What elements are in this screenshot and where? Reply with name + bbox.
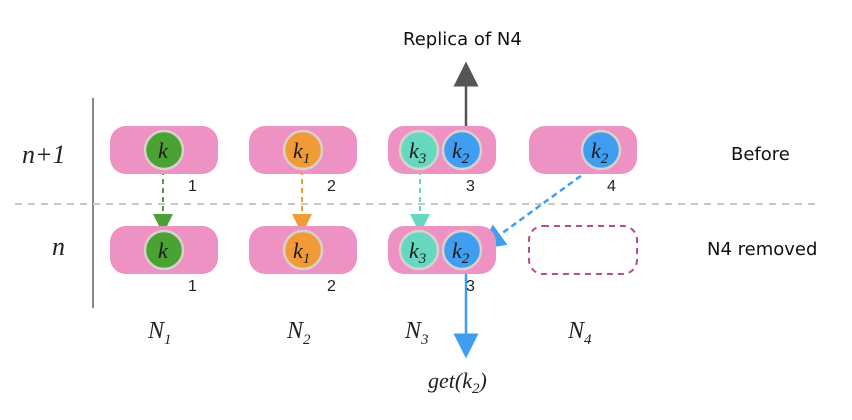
node-labels: N1 N2 N3 N4 [147, 318, 592, 348]
key-k3: k3 [398, 129, 440, 171]
key-k2: k2 [441, 129, 483, 171]
removed-node-placeholder [528, 225, 638, 275]
key-k: k [143, 229, 185, 271]
node-label-n3: N3 [404, 318, 429, 348]
after-node-2: k1 2 [249, 226, 357, 295]
key-label: k2 [452, 138, 470, 167]
node-number: 1 [188, 278, 197, 295]
node-label-n2: N2 [286, 318, 311, 348]
state-removed: N4 removed [707, 239, 817, 260]
key-k1: k1 [282, 229, 324, 271]
key-circle [398, 129, 440, 171]
after-node-3: k3 k2 3 [388, 226, 496, 295]
key-circle [580, 129, 622, 171]
key-k1: k1 [282, 129, 324, 171]
node-number: 2 [327, 278, 336, 295]
key-circle [441, 129, 483, 171]
before-node-2: k1 2 [249, 126, 357, 195]
after-node-1: k1 [110, 226, 218, 295]
node-number: 3 [466, 178, 475, 195]
key-k2: k2 [441, 229, 483, 271]
key-k2: k2 [580, 129, 622, 171]
node-number: 2 [327, 178, 336, 195]
get-label: get(k2) [428, 368, 487, 397]
row-label-after: n [52, 232, 65, 261]
node-number: 3 [466, 278, 475, 295]
key-label: k [158, 238, 169, 263]
replica-label: Replica of N4 [403, 29, 522, 50]
move-arrow-k2 [479, 168, 590, 250]
key-circle [143, 129, 185, 171]
key-label: k [158, 138, 169, 163]
key-k3: k3 [398, 229, 440, 271]
key-label: k1 [293, 138, 310, 167]
key-circle [143, 229, 185, 271]
node-number: 4 [607, 178, 616, 195]
key-circle [282, 229, 324, 271]
row-label-before: n+1 [22, 140, 66, 169]
key-label: k3 [409, 138, 426, 167]
node-label-n4: N4 [567, 318, 592, 348]
key-circle [398, 229, 440, 271]
state-before: Before [731, 144, 790, 165]
node-number: 1 [188, 178, 197, 195]
before-node-1: k1 [110, 126, 218, 195]
key-k: k [143, 129, 185, 171]
key-label: k3 [409, 238, 426, 267]
key-label: k2 [452, 238, 470, 267]
before-node-3: k3 k2 3 [388, 126, 496, 195]
key-circle [441, 229, 483, 271]
key-label: k1 [293, 238, 310, 267]
key-circle [282, 129, 324, 171]
node-label-n1: N1 [147, 318, 172, 348]
before-node-4: k2 4 [529, 126, 637, 195]
key-label: k2 [591, 138, 609, 167]
